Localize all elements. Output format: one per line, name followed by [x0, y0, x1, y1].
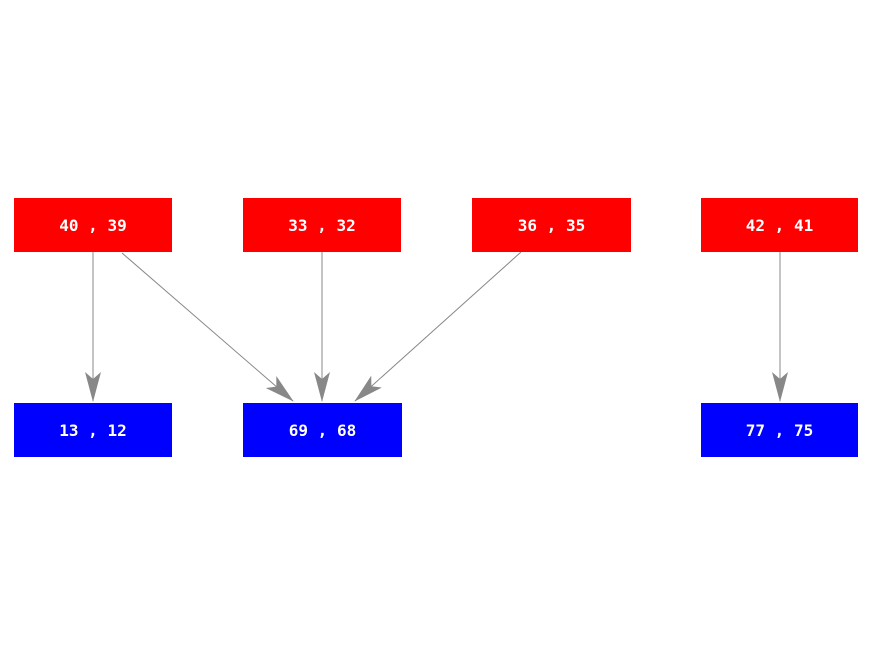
node-bottom-77-75: 77 , 75: [701, 403, 858, 457]
edge-arrow-36-to-69: [354, 251, 522, 402]
node-top-36-35: 36 , 35: [472, 198, 631, 252]
edge-arrow-40-to-69: [121, 252, 294, 402]
node-bottom-69-68: 69 , 68: [243, 403, 402, 457]
node-bottom-13-12: 13 , 12: [14, 403, 172, 457]
node-top-42-41: 42 , 41: [701, 198, 858, 252]
node-top-33-32: 33 , 32: [243, 198, 401, 252]
node-top-40-39: 40 , 39: [14, 198, 172, 252]
